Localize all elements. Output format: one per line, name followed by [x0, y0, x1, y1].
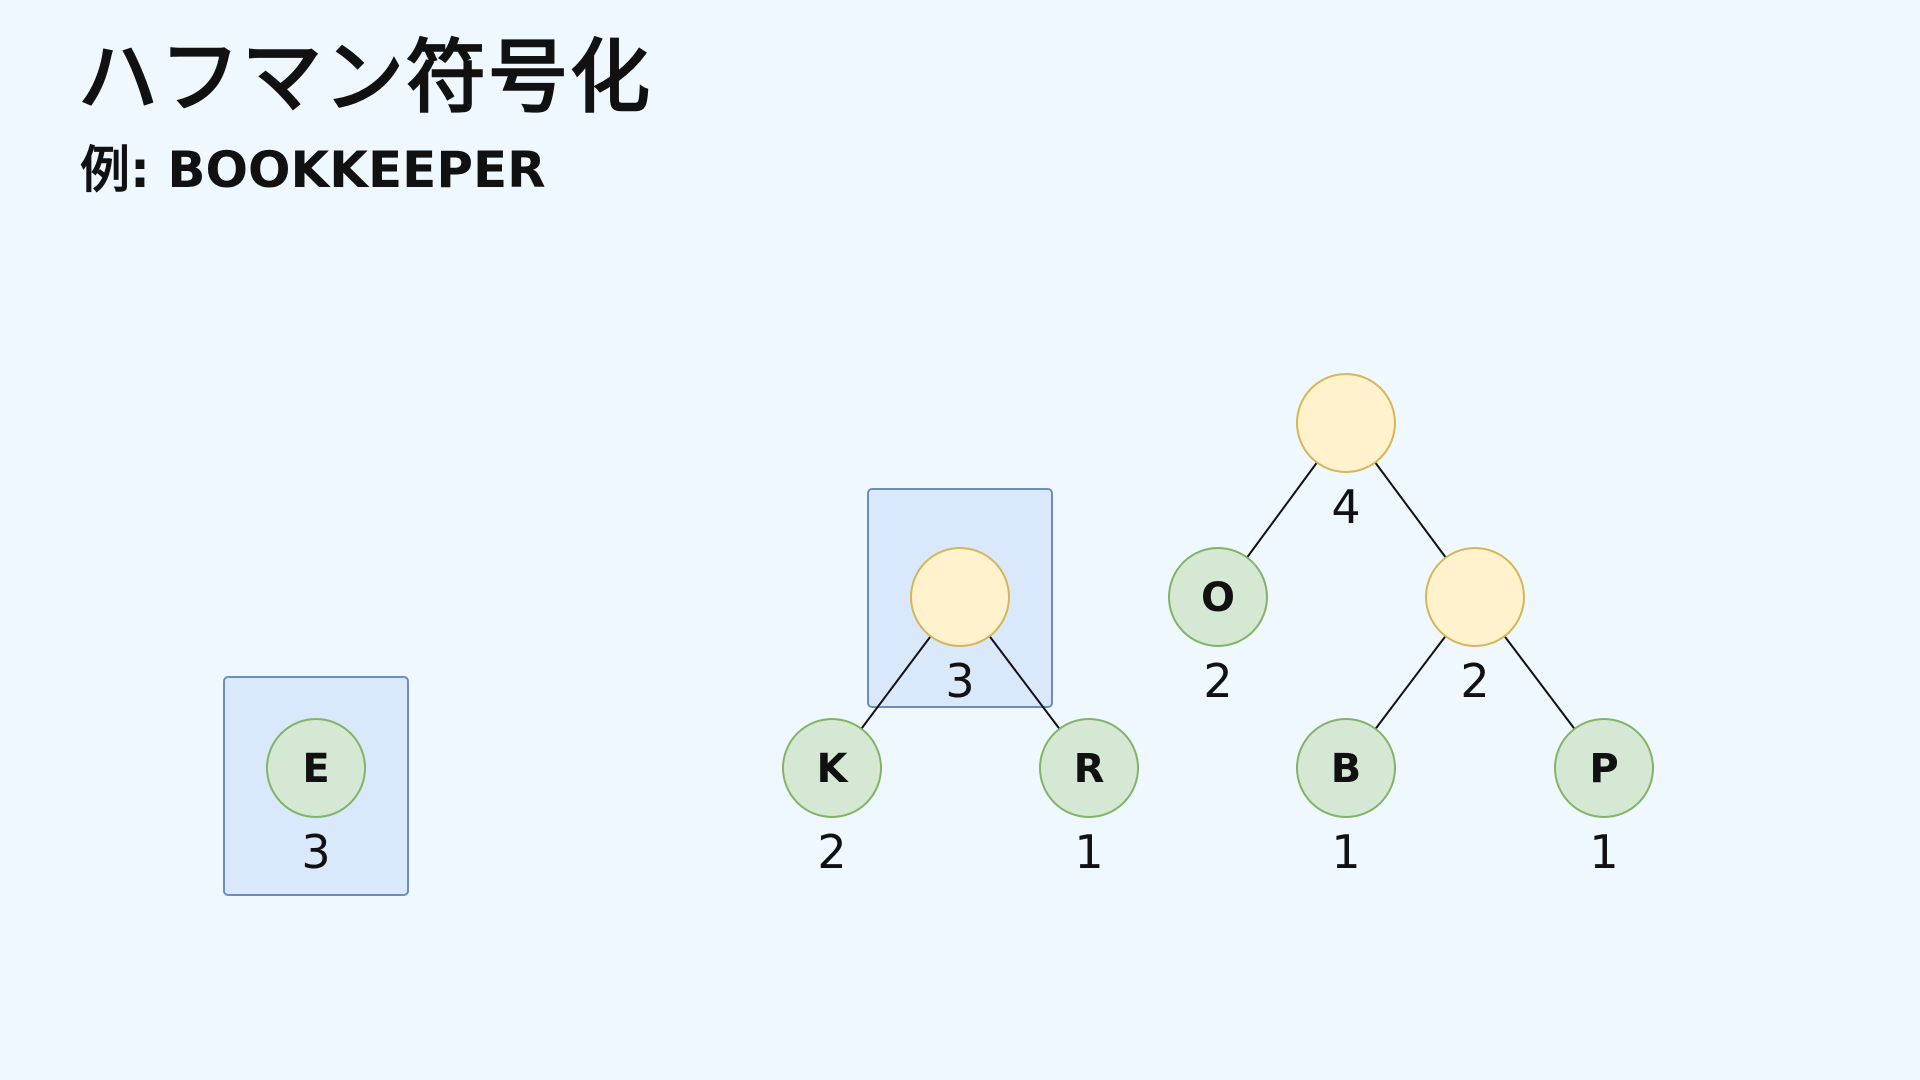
tree-node-kr: 3 [910, 547, 1010, 708]
node-weight: 2 [1460, 654, 1489, 708]
leaf-node-circle [1554, 718, 1654, 818]
node-weight: 3 [945, 654, 974, 708]
node-letter: R [1074, 746, 1105, 792]
internal-node-circle [1425, 547, 1525, 647]
internal-node-circle [910, 547, 1010, 647]
page-title: ハフマン符号化 [78, 31, 652, 124]
tree-node-e: E3 [266, 718, 366, 879]
edge-kr-r [988, 635, 1061, 730]
node-weight: 2 [817, 825, 846, 879]
tree-node-o: O2 [1168, 547, 1268, 708]
edge-kr-k [860, 635, 932, 730]
leaf-node-circle [1039, 718, 1139, 818]
leaf-node-circle [782, 718, 882, 818]
node-weight: 2 [1203, 654, 1232, 708]
node-weight: 1 [1331, 825, 1360, 879]
tree-node-root4: 4 [1296, 373, 1396, 534]
tree-node-p: P1 [1554, 718, 1654, 879]
tree-node-bp: 2 [1425, 547, 1525, 708]
edge-bp-p [1503, 635, 1576, 730]
tree-node-r: R1 [1039, 718, 1139, 879]
leaf-node-circle [1296, 718, 1396, 818]
node-letter: O [1201, 575, 1235, 621]
tree-node-b: B1 [1296, 718, 1396, 879]
edge-bp-b [1374, 635, 1447, 730]
node-letter: K [817, 746, 850, 792]
leaf-node-circle [1168, 547, 1268, 647]
example-subtitle: 例: BOOKKEEPER [80, 141, 546, 199]
internal-node-circle [1296, 373, 1396, 473]
edge-root4-bp [1374, 461, 1447, 559]
node-letter: E [302, 746, 329, 792]
node-weight: 4 [1331, 480, 1360, 534]
edge-layer [860, 461, 1576, 730]
node-weight: 1 [1589, 825, 1618, 879]
edge-root4-o [1246, 461, 1318, 559]
node-weight: 1 [1074, 825, 1103, 879]
node-letter: B [1331, 746, 1362, 792]
node-letter: P [1589, 746, 1618, 792]
node-weight: 3 [301, 825, 330, 879]
highlight-layer [223, 488, 1053, 896]
leaf-node-circle [266, 718, 366, 818]
tree-node-k: K2 [782, 718, 882, 879]
